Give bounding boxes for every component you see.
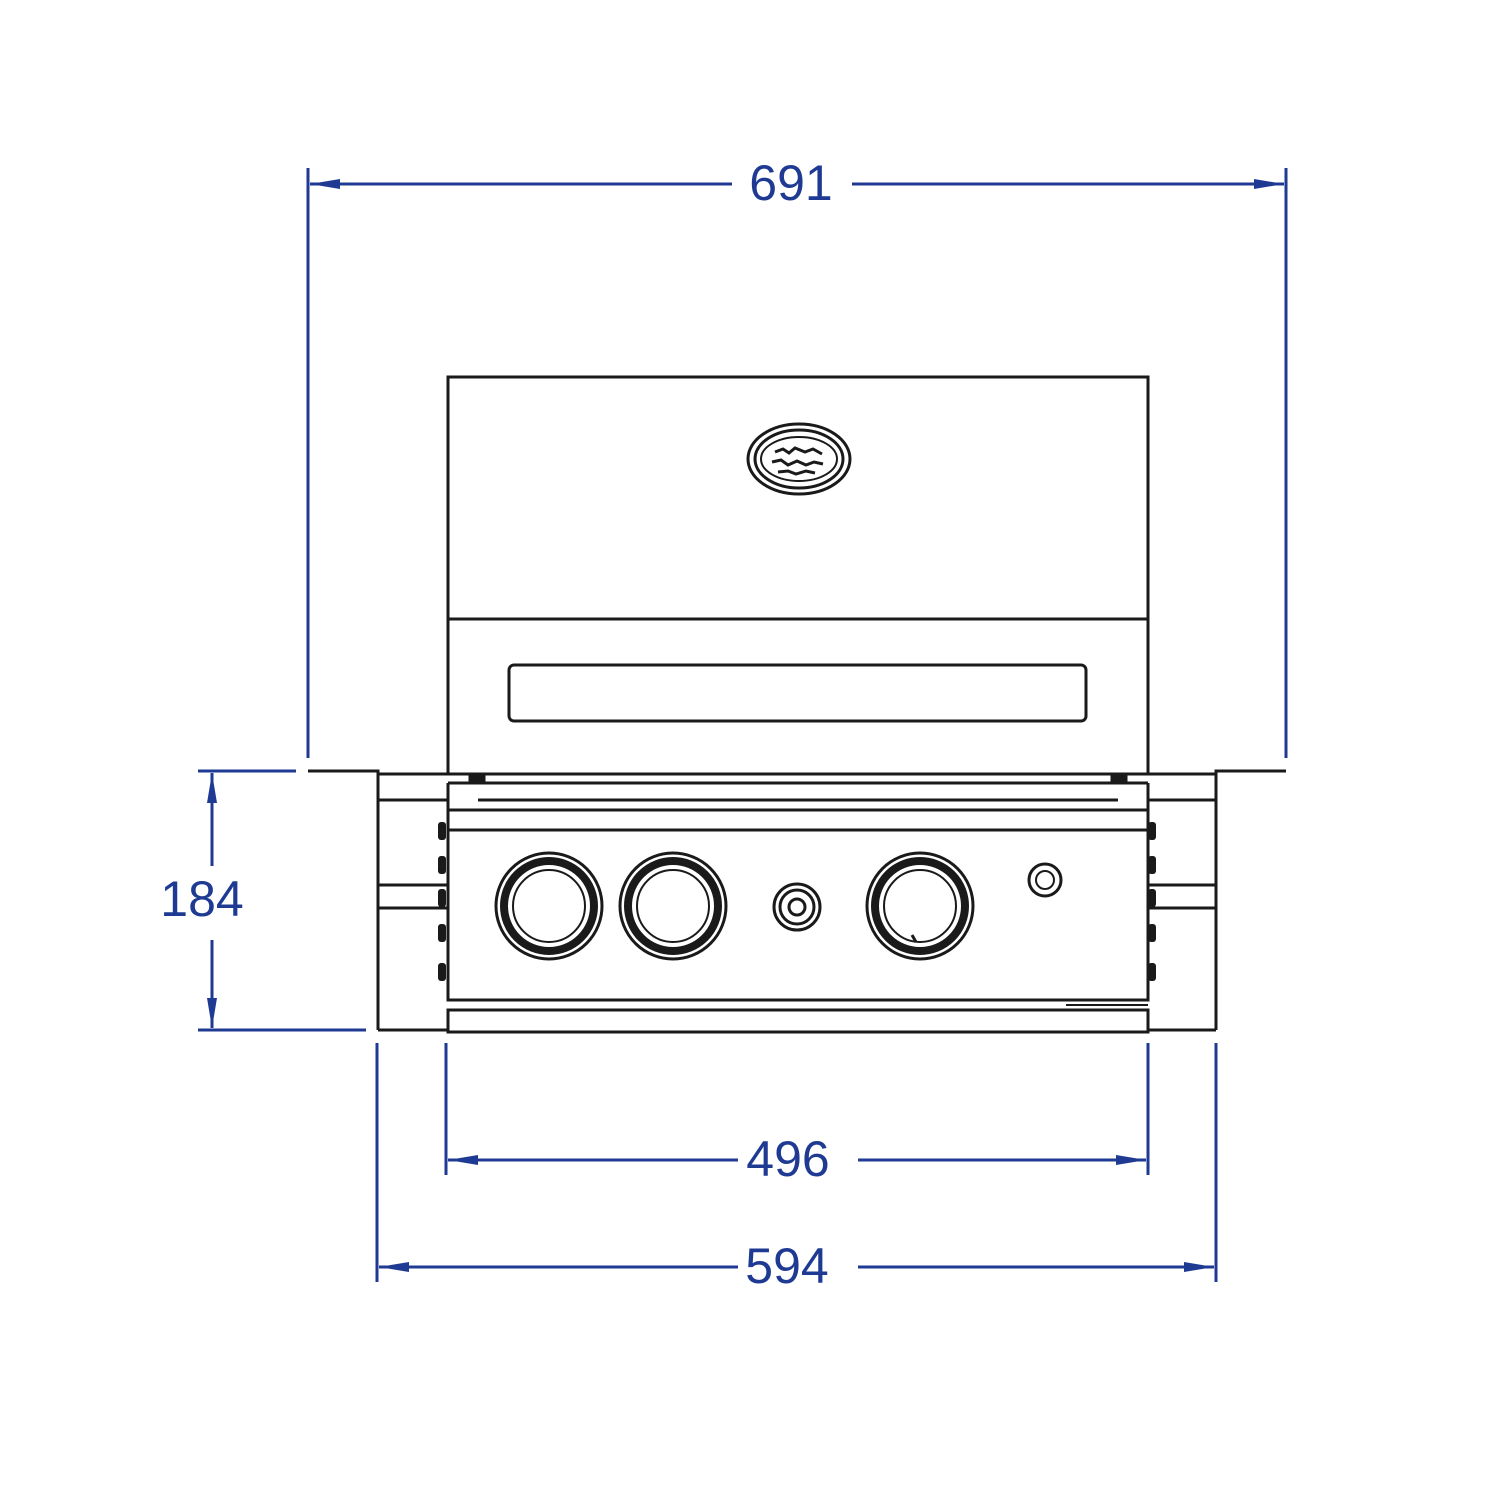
left-rivets bbox=[438, 822, 446, 981]
control-panel bbox=[446, 808, 1150, 1034]
dimension-label-height: 184 bbox=[160, 871, 243, 927]
indicator-light bbox=[1027, 862, 1063, 898]
burner-knob-2 bbox=[618, 851, 728, 961]
dimension-lines bbox=[198, 168, 1288, 1282]
dimension-label-cutout-width: 594 bbox=[745, 1238, 828, 1294]
igniter-button bbox=[772, 882, 822, 932]
dimension-overall-width bbox=[306, 168, 1288, 758]
burner-knob-1 bbox=[494, 851, 604, 961]
dimension-height bbox=[198, 769, 366, 1032]
brand-emblem-icon bbox=[746, 422, 852, 496]
burner-knob-3 bbox=[865, 851, 975, 961]
dimension-inner-width bbox=[444, 1043, 1150, 1175]
hood-lower-panel bbox=[446, 617, 1150, 776]
hood-handle bbox=[507, 663, 1088, 723]
grill-outline bbox=[308, 375, 1286, 1034]
dimension-label-inner-width: 496 bbox=[746, 1131, 829, 1187]
left-frame bbox=[308, 769, 448, 1032]
right-rivets bbox=[1148, 822, 1156, 981]
dimension-label-overall-width: 691 bbox=[749, 155, 832, 211]
dimension-cutout-width bbox=[375, 1043, 1218, 1282]
grill-body-top bbox=[378, 772, 1216, 810]
right-frame bbox=[1148, 769, 1286, 1032]
